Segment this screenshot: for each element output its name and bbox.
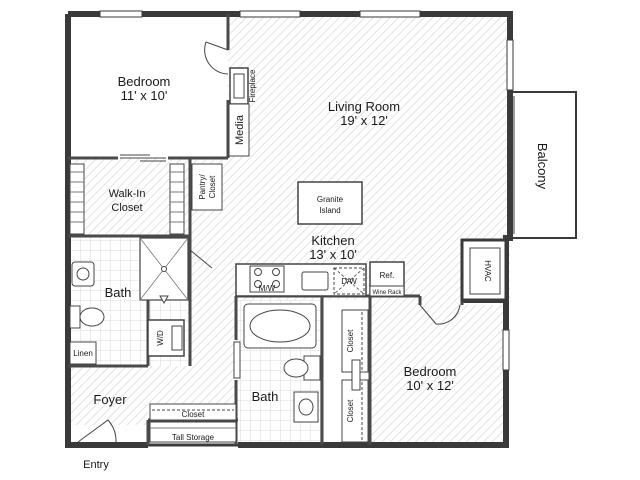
bedroom-1-name: Bedroom xyxy=(118,74,171,89)
media-niche xyxy=(228,103,250,157)
hvac-label: HVAC xyxy=(483,260,492,282)
pantry-label-line2: Closet xyxy=(208,175,217,198)
pantry-closet xyxy=(191,163,223,211)
wine-rack-label: Wine Rack xyxy=(372,290,402,296)
microwave-label: M/W xyxy=(259,284,276,293)
windows xyxy=(99,10,514,371)
tall-storage-label: Tall Storage xyxy=(172,433,215,442)
bedroom-2-closet-top-label: Closet xyxy=(346,329,355,352)
bath-2-name: Bath xyxy=(252,389,279,404)
living-room-size: 19' x 12' xyxy=(340,113,388,128)
doors xyxy=(77,41,461,443)
media-label: Media xyxy=(234,114,246,145)
entry-label: Entry xyxy=(83,459,109,471)
walk-in-closet-line2: Closet xyxy=(111,202,142,214)
fireplace-label: Fireplace xyxy=(248,69,257,102)
pantry-label-line1: Pantry/ xyxy=(198,174,207,200)
kitchen-counter xyxy=(235,263,367,297)
balcony-name: Balcony xyxy=(535,143,550,190)
granite-island-line2: Island xyxy=(319,206,340,215)
bath-1-fixtures xyxy=(69,237,189,365)
foyer-closet-label: Closet xyxy=(182,410,205,419)
dishwasher-label: D/W xyxy=(341,277,357,286)
granite-island xyxy=(297,181,363,225)
bedroom-2-name: Bedroom xyxy=(404,364,457,379)
granite-island-line1: Granite xyxy=(317,195,344,204)
bedroom-2-closets xyxy=(341,309,369,443)
walk-in-closet xyxy=(69,163,185,235)
foyer-closet xyxy=(149,403,237,443)
washer-dryer-label: W/D xyxy=(156,330,165,346)
fireplace xyxy=(229,67,249,105)
balcony xyxy=(509,91,577,239)
washer-dryer xyxy=(147,319,185,357)
foyer-name: Foyer xyxy=(93,392,127,407)
walk-in-closet-line1: Walk-In xyxy=(109,188,146,200)
bedroom-2-size: 10' x 12' xyxy=(406,378,454,393)
kitchen-name: Kitchen xyxy=(311,233,354,248)
hvac-closet xyxy=(460,238,508,302)
linen-label: Linen xyxy=(73,349,93,358)
bath-1-name: Bath xyxy=(105,285,132,300)
refrigerator xyxy=(369,261,405,297)
bedroom-1-size: 11' x 10' xyxy=(121,88,168,103)
kitchen-size: 13' x 10' xyxy=(309,247,357,262)
bedroom-2-closet-bottom-label: Closet xyxy=(346,399,355,422)
living-room-name: Living Room xyxy=(328,99,400,114)
refrigerator-label: Ref. xyxy=(380,271,395,280)
bath-2-fixtures xyxy=(243,303,321,423)
